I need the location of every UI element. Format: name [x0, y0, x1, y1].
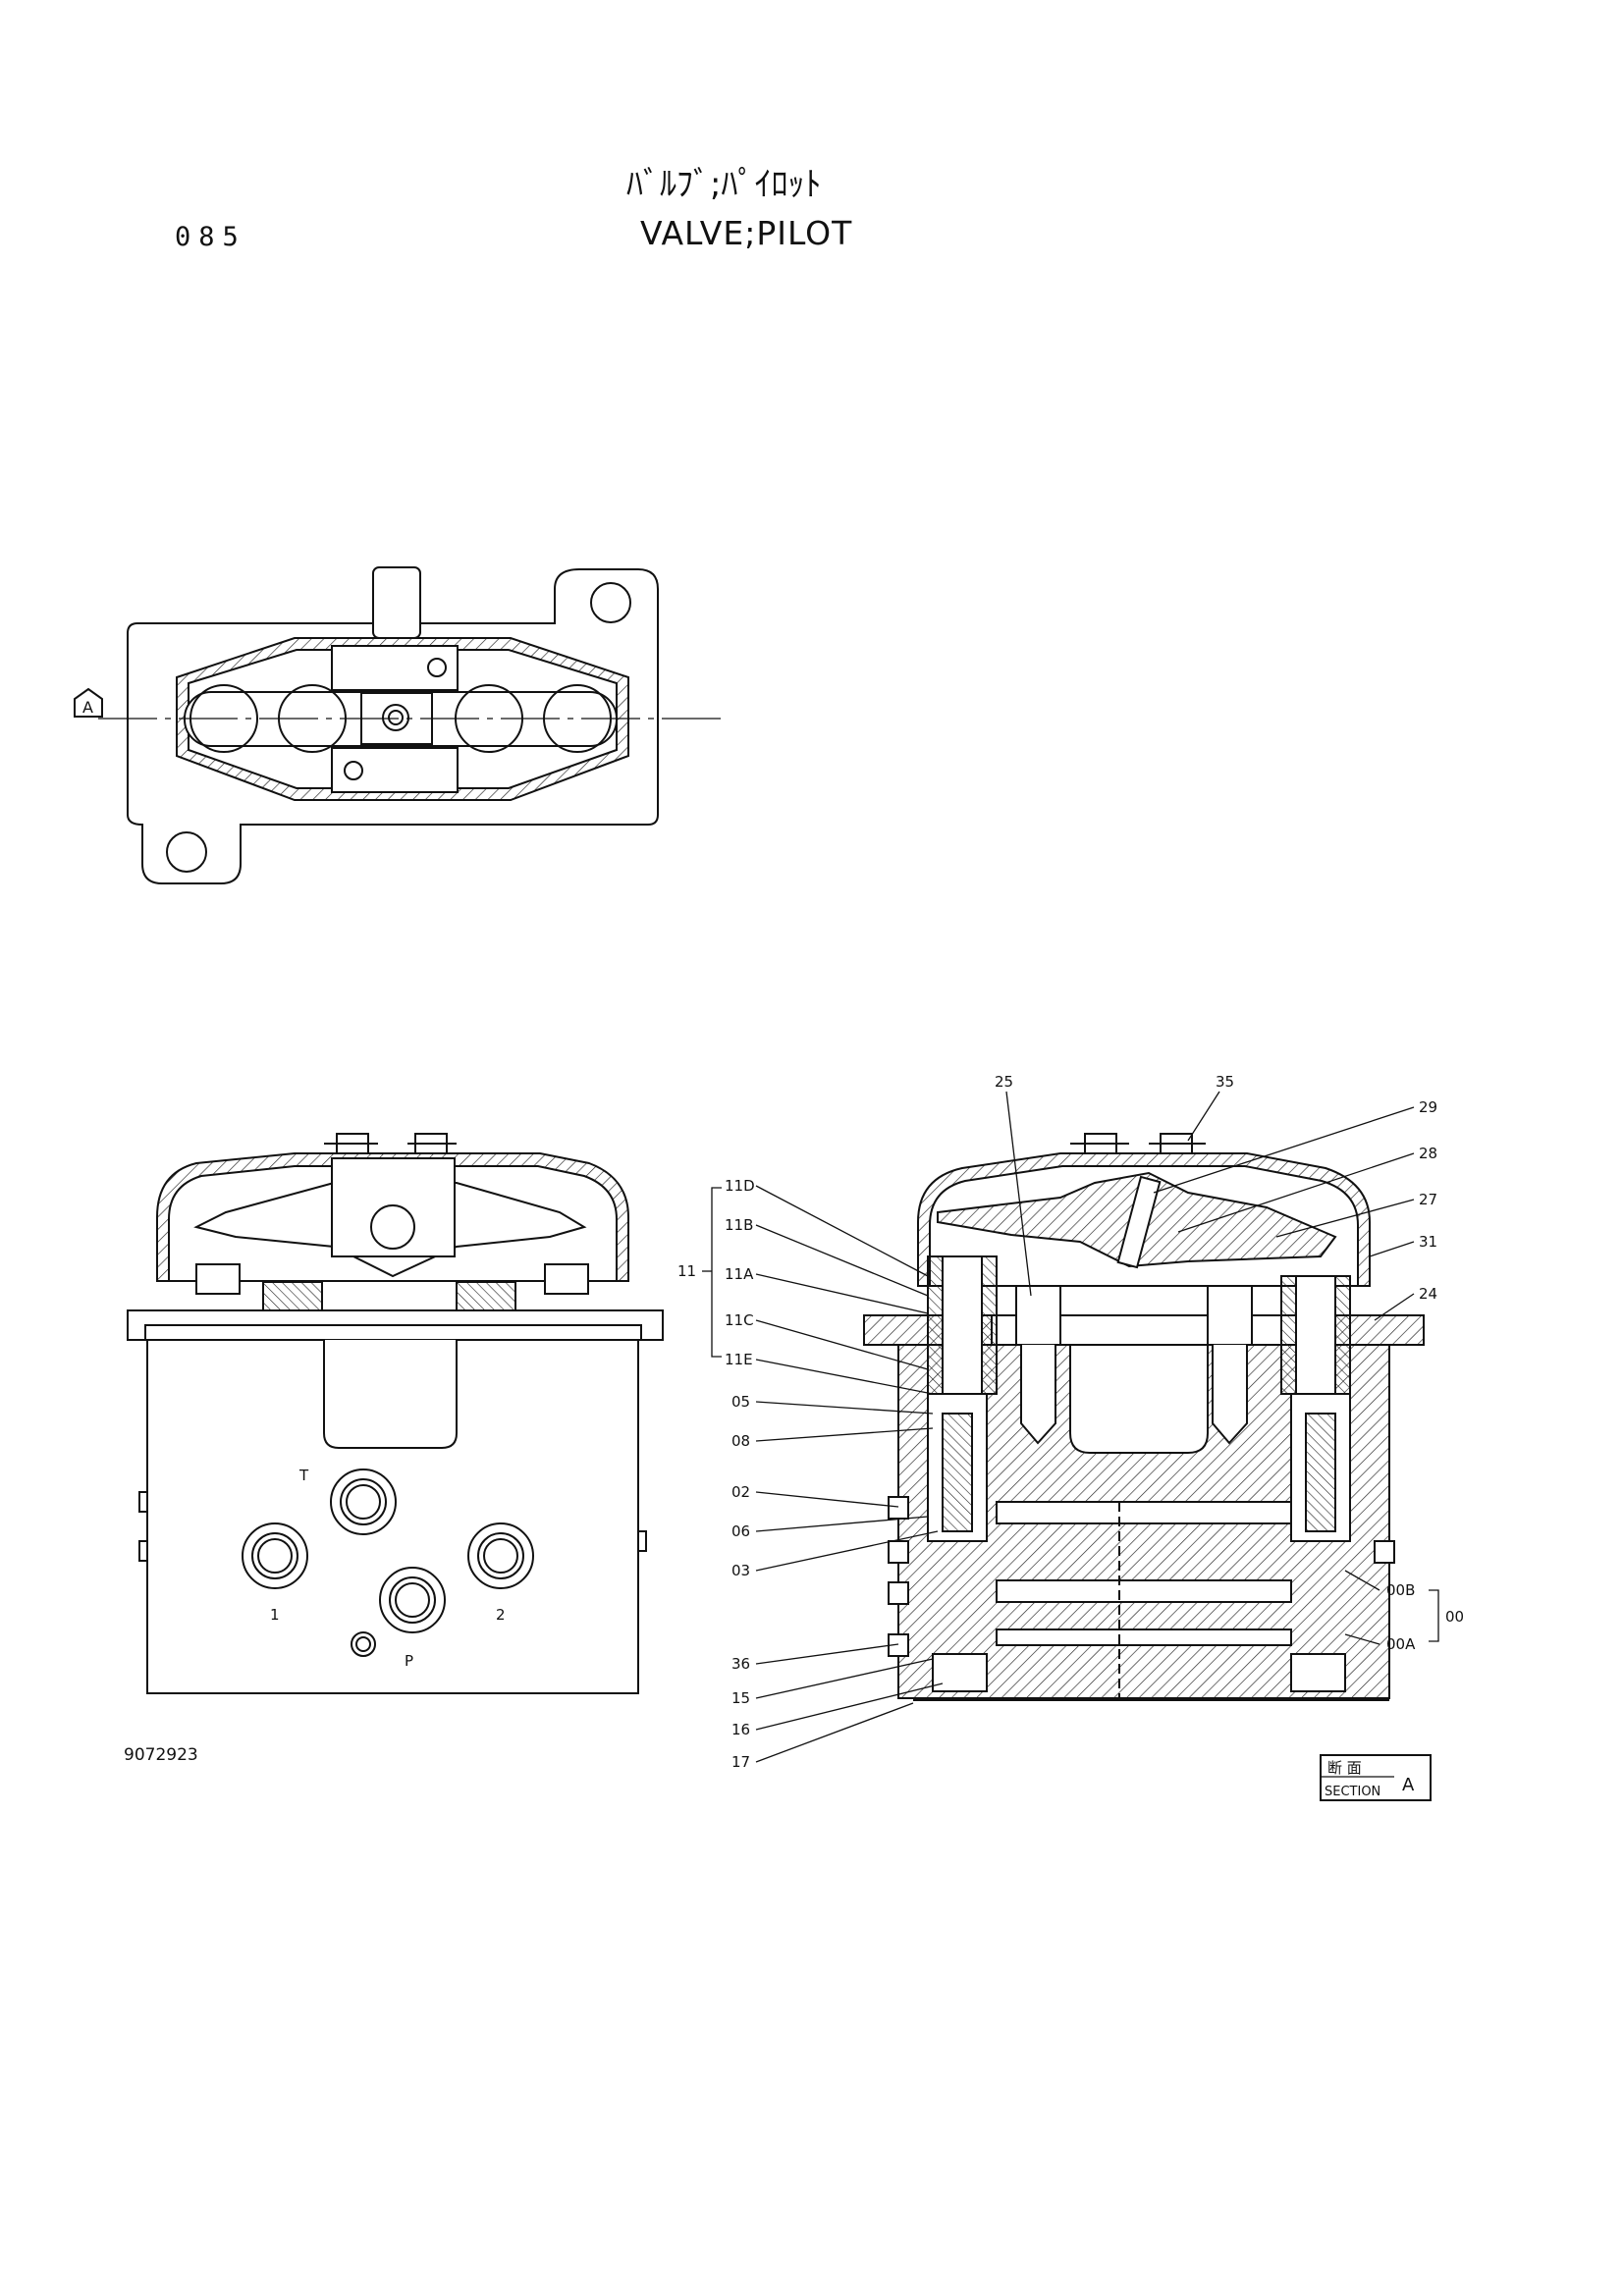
- callout-28: 28: [1419, 1145, 1437, 1162]
- port-label-2: 2: [496, 1606, 506, 1624]
- leader-lines: [702, 1091, 1439, 1763]
- callout-06: 06: [731, 1522, 750, 1540]
- callout-03: 03: [731, 1562, 750, 1579]
- callout-29: 29: [1419, 1098, 1437, 1116]
- callout-36: 36: [731, 1655, 750, 1673]
- section-label-box: 断 面 SECTION A: [1320, 1754, 1432, 1801]
- title-english: VALVE;PILOT: [640, 214, 853, 252]
- section-marker: A: [74, 687, 103, 718]
- callout-25: 25: [995, 1073, 1013, 1091]
- callout-11b: 11B: [725, 1216, 753, 1234]
- front-port-labels: T 1 P 2: [270, 1467, 506, 1670]
- port-label-t: T: [298, 1467, 309, 1484]
- callout-00a: 00A: [1386, 1635, 1416, 1653]
- callout-11d: 11D: [725, 1177, 755, 1195]
- callout-group-00: 00: [1445, 1608, 1464, 1626]
- callout-27: 27: [1419, 1191, 1437, 1208]
- callout-16: 16: [731, 1721, 750, 1738]
- callout-11e: 11E: [725, 1351, 753, 1368]
- callout-group-11: 11: [677, 1262, 696, 1280]
- title-japanese: ﾊﾞﾙﾌﾞ;ﾊﾟｲﾛｯﾄ: [626, 165, 822, 204]
- section-en-label: SECTION: [1325, 1785, 1380, 1799]
- callout-02: 02: [731, 1483, 750, 1501]
- callouts-right: 29 28 27 31 24 00B 00A 00: [1386, 1098, 1464, 1653]
- callout-00b: 00B: [1386, 1581, 1415, 1599]
- port-label-1: 1: [270, 1606, 280, 1624]
- callouts-top: 25 35: [995, 1073, 1234, 1091]
- port-label-p: P: [405, 1652, 413, 1670]
- page-number: 085: [175, 222, 246, 252]
- section-view: [863, 1133, 1425, 1701]
- callout-11c: 11C: [725, 1311, 754, 1329]
- section-jp-label: 断 面: [1327, 1759, 1362, 1777]
- callout-35: 35: [1216, 1073, 1234, 1091]
- drawing-number: 9072923: [124, 1745, 198, 1765]
- callout-08: 08: [731, 1432, 750, 1450]
- callout-11a: 11A: [725, 1265, 754, 1283]
- callouts-left: 11D 11B 11A 11C 11E 05 08 02 06 03 36 15…: [677, 1177, 755, 1771]
- callout-31: 31: [1419, 1233, 1437, 1251]
- front-view: [127, 1133, 664, 1694]
- section-letter: A: [1402, 1775, 1415, 1795]
- callout-05: 05: [731, 1393, 750, 1411]
- callout-24: 24: [1419, 1285, 1437, 1303]
- callout-15: 15: [731, 1689, 750, 1707]
- callout-17: 17: [731, 1753, 750, 1771]
- section-marker-letter: A: [82, 698, 93, 717]
- top-view: [98, 566, 727, 884]
